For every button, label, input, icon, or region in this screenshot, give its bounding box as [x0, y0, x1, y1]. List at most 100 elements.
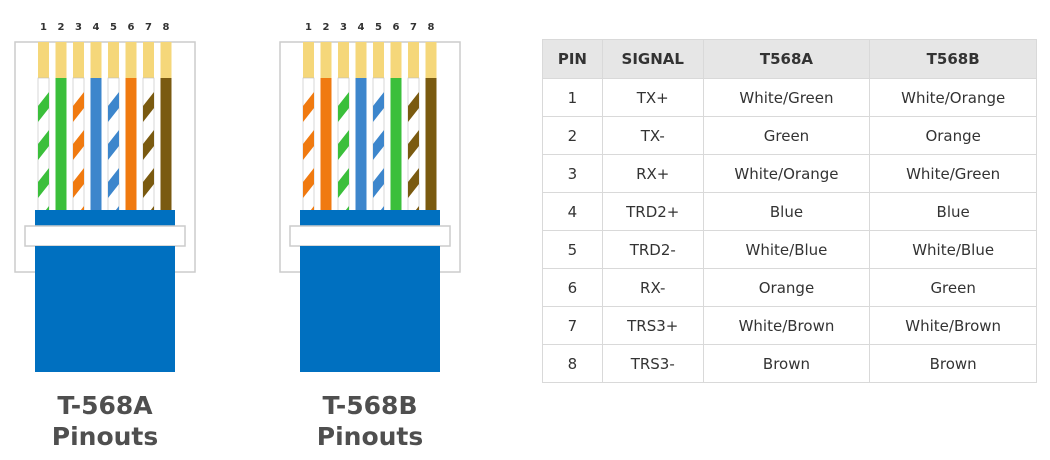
cell-signal: RX-: [601, 268, 704, 307]
wire-solid: [425, 78, 437, 212]
wire-stripe: [408, 168, 419, 198]
pin-number: 6: [393, 22, 400, 33]
cable-jacket: [35, 246, 175, 372]
cell-t568b: Brown: [869, 344, 1037, 383]
wire-stripe: [73, 130, 84, 160]
wire-solid: [390, 78, 402, 212]
cell-pin: 2: [542, 116, 603, 155]
header-pin: PIN: [542, 39, 603, 79]
cell-t568b: Orange: [869, 116, 1037, 155]
wire-stripes: [373, 92, 384, 212]
cell-signal: TX-: [601, 116, 704, 155]
cell-t568b: Green: [869, 268, 1037, 307]
header-t568b: T568B: [869, 39, 1037, 79]
wire-solid: [55, 78, 67, 212]
wire-stripes: [408, 92, 419, 212]
cell-t568a: White/Orange: [702, 154, 871, 193]
wire-stripe: [408, 92, 419, 122]
wire-stripe: [143, 92, 154, 122]
cell-pin: 7: [542, 306, 603, 345]
cell-t568a: Brown: [702, 344, 871, 383]
pin-contact: [390, 42, 402, 78]
pin-contact: [338, 42, 349, 78]
pin-number: 3: [75, 22, 82, 33]
pin-number: 4: [93, 22, 100, 33]
wire-stripe: [303, 168, 314, 198]
pin-contact: [90, 42, 102, 78]
pin-number: 5: [375, 22, 382, 33]
cell-signal: TX+: [601, 78, 704, 117]
pin-contact: [108, 42, 119, 78]
cell-signal: TRD2+: [601, 192, 704, 231]
pin-number: 8: [163, 22, 170, 33]
cell-t568a: Blue: [702, 192, 871, 231]
pin-number: 3: [340, 22, 347, 33]
pin-contact: [408, 42, 419, 78]
wire-stripe: [108, 168, 119, 198]
cell-t568b: White/Orange: [869, 78, 1037, 117]
cell-pin: 5: [542, 230, 603, 269]
wire-solid: [90, 78, 102, 212]
table-header-row: PIN SIGNAL T568A T568B: [542, 39, 1037, 79]
pin-contact: [55, 42, 67, 78]
wire-stripes: [38, 92, 49, 212]
cell-pin: 8: [542, 344, 603, 383]
wire-stripe: [73, 168, 84, 198]
cell-signal: RX+: [601, 154, 704, 193]
pin-number: 4: [358, 22, 365, 33]
pin-contact: [355, 42, 367, 78]
wire-stripe: [373, 92, 384, 122]
cell-t568a: Orange: [702, 268, 871, 307]
cell-pin: 4: [542, 192, 603, 231]
pin-number: 5: [110, 22, 117, 33]
cell-t568a: White/Brown: [702, 306, 871, 345]
connector-t568a-caption: T-568A Pinouts: [5, 390, 205, 452]
wire-stripe: [303, 92, 314, 122]
pin-contact: [73, 42, 84, 78]
header-t568a: T568A: [702, 39, 871, 79]
pin-number: 1: [305, 22, 312, 33]
wire-stripe: [338, 130, 349, 160]
caption-subtitle: Pinouts: [51, 422, 159, 451]
wire-solid: [125, 78, 137, 212]
pin-contact: [125, 42, 137, 78]
cell-signal: TRS3-: [601, 344, 704, 383]
wire-stripes: [73, 92, 84, 212]
wire-stripe: [373, 168, 384, 198]
pin-number: 8: [428, 22, 435, 33]
locking-clip: [289, 225, 451, 247]
pin-number: 6: [128, 22, 135, 33]
pin-contact: [320, 42, 332, 78]
cell-t568a: White/Green: [702, 78, 871, 117]
pin-contact: [373, 42, 384, 78]
cell-signal: TRS3+: [601, 306, 704, 345]
pin-contact: [160, 42, 172, 78]
cell-t568b: White/Brown: [869, 306, 1037, 345]
connector-t568b-caption: T-568B Pinouts: [270, 390, 470, 452]
locking-clip: [24, 225, 186, 247]
pin-number: 7: [410, 22, 417, 33]
wire-stripe: [408, 130, 419, 160]
cell-t568b: White/Blue: [869, 230, 1037, 269]
cell-t568a: White/Blue: [702, 230, 871, 269]
cell-t568b: White/Green: [869, 154, 1037, 193]
wire-stripe: [38, 92, 49, 122]
wire-stripe: [303, 130, 314, 160]
wire-stripe: [338, 92, 349, 122]
wire-stripes: [108, 92, 119, 212]
pin-contact: [38, 42, 49, 78]
cell-t568a: Green: [702, 116, 871, 155]
pin-number: 2: [58, 22, 65, 33]
wire-stripe: [108, 92, 119, 122]
wire-stripe: [143, 130, 154, 160]
wire-stripe: [373, 130, 384, 160]
